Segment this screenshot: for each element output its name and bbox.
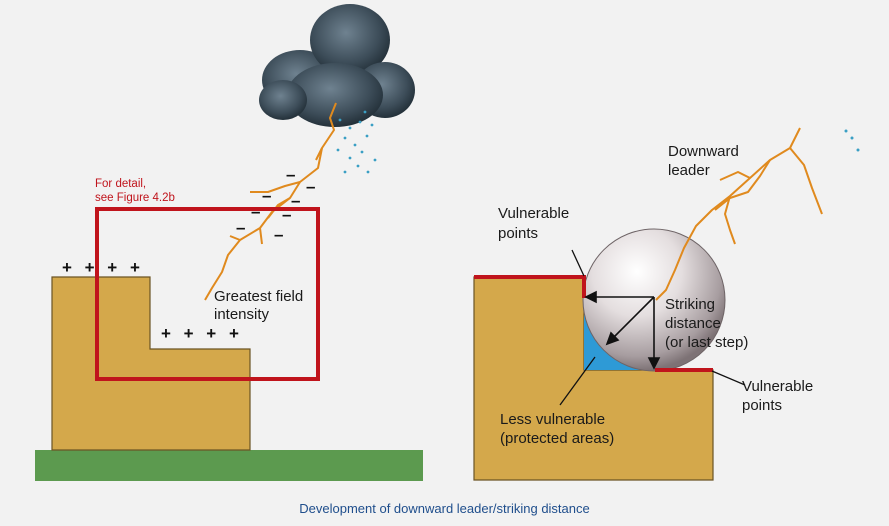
- protected-area: [584, 298, 642, 370]
- vulnerable-top-label-line2: points: [498, 225, 539, 242]
- figure-caption: Development of downward leader/striking …: [299, 501, 590, 516]
- detail-note-line1: For detail,: [95, 178, 147, 190]
- less-vulnerable-label-line1: Less vulnerable: [500, 411, 606, 428]
- charge-minus-3: –: [262, 186, 271, 205]
- field-intensity-label-line2: intensity: [214, 306, 270, 323]
- less-vulnerable-pointer: [559, 356, 596, 406]
- left-building: [51, 276, 251, 451]
- field-intensity-label-line1: Greatest field: [214, 288, 304, 305]
- right-lightning-bolt: [655, 127, 823, 301]
- vulnerable-top-pointer: [571, 249, 585, 277]
- rain-drops: [336, 110, 377, 174]
- charge-minus-7: –: [236, 218, 245, 237]
- striking-distance-label-line2: distance: [665, 315, 721, 332]
- left-lightning-bolt: [204, 102, 337, 301]
- less-vulnerable-label-line2: (protected areas): [500, 430, 615, 447]
- charge-minus-2: –: [306, 177, 315, 196]
- charge-minus-6: –: [282, 205, 291, 224]
- vulnerable-right-pointer: [711, 370, 746, 386]
- charge-minus-5: –: [251, 202, 260, 221]
- downward-leader-label-line2: leader: [668, 162, 710, 179]
- striking-distance-label-line3: (or last step): [665, 334, 749, 351]
- charge-minus-4: –: [291, 191, 300, 210]
- vulnerable-right-label-line1: Vulnerable: [742, 378, 814, 395]
- rain-drops-right: [844, 129, 860, 152]
- striking-distance-arrows: [584, 290, 661, 370]
- downward-leader-label-line1: Downward: [668, 143, 739, 160]
- charges-roof-top: + + + +: [62, 258, 144, 277]
- detail-note-line2: see Figure 4.2b: [95, 192, 175, 204]
- vulnerable-right-label-line2: points: [742, 397, 783, 414]
- charges-roof-step: + + + +: [161, 324, 243, 343]
- detail-highlight-box: [95, 207, 320, 381]
- vulnerable-edge-top: [474, 275, 586, 298]
- charge-minus-8: –: [274, 225, 283, 244]
- ground-strip: [35, 450, 423, 481]
- charge-minus-1: –: [286, 165, 295, 184]
- storm-cloud: [259, 4, 415, 127]
- striking-distance-label-line1: Striking: [665, 296, 716, 313]
- negative-charges: – – – – – – – –: [236, 165, 315, 244]
- vulnerable-top-label-line1: Vulnerable: [498, 205, 570, 222]
